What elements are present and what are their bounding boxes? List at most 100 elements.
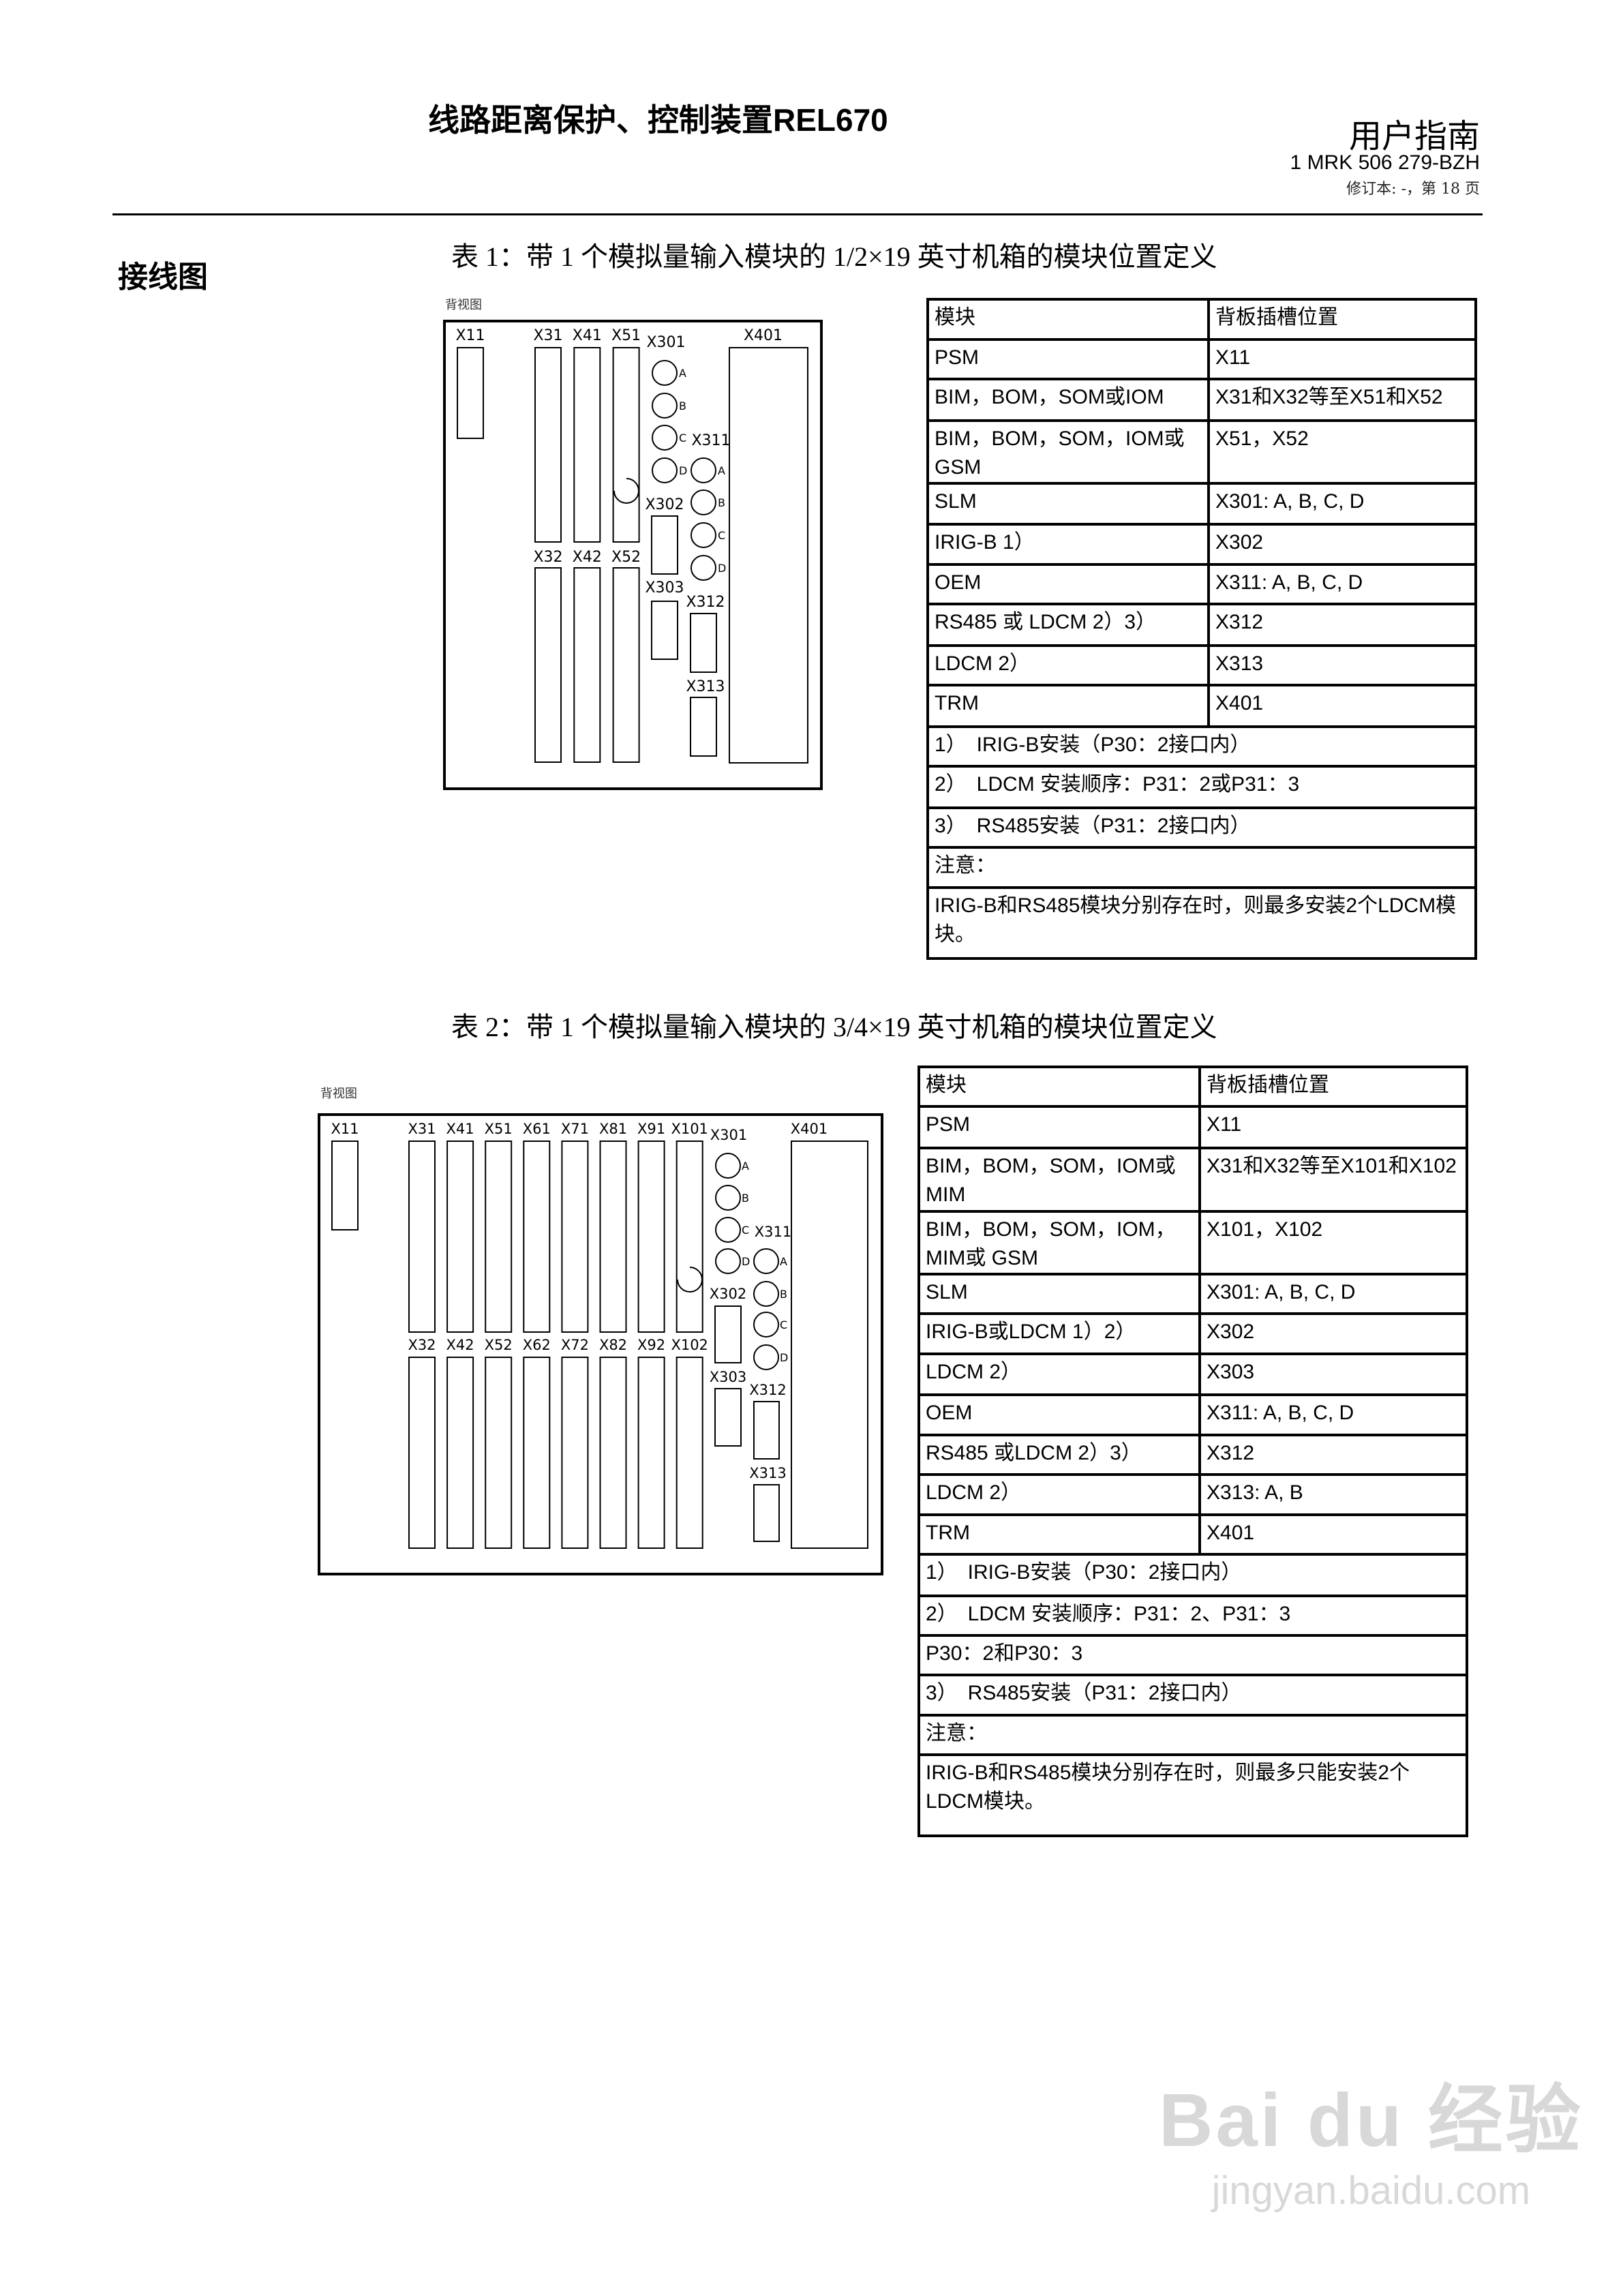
port-group-label: X311	[755, 1224, 791, 1240]
slot-label: X303	[710, 1369, 746, 1385]
slot-label: X102	[671, 1337, 708, 1353]
table-row: IRIG-B或LDCM 1）2）X302	[917, 1312, 1468, 1355]
slot-label: X31	[408, 1121, 436, 1137]
diagram2-view-label: 背视图	[320, 1087, 357, 1101]
document-id: 1 MRK 506 279-BZH	[1290, 151, 1480, 174]
slot-label: X42	[446, 1337, 474, 1353]
slot-x401	[791, 1141, 868, 1549]
module-cell: RS485 或LDCM 2）3）	[917, 1434, 1201, 1476]
slot-x41	[446, 1141, 474, 1333]
module-cell: LDCM 2）	[917, 1473, 1201, 1516]
module-cell: LDCM 2）	[926, 644, 1210, 686]
column-header: 背板插槽位置	[1207, 298, 1477, 341]
port-x311-b	[691, 489, 716, 515]
slot-x81	[599, 1141, 627, 1333]
note-cell: IRIG-B和RS485模块分别存在时，则最多只能安装2个LDCM模块。	[917, 1753, 1468, 1837]
slot-x52	[485, 1357, 513, 1549]
slot-x72	[561, 1357, 589, 1549]
module-cell: PSM	[917, 1105, 1201, 1149]
slot-label: X313	[749, 1465, 786, 1481]
slot-label: X303	[645, 579, 684, 596]
note-cell: 1） IRIG-B安装（P30：2接口内）	[926, 725, 1477, 768]
table-row: 2） LDCM 安装顺序：P31：2、P31：3	[917, 1595, 1468, 1637]
chassis-outline	[318, 1113, 883, 1575]
table-row: LDCM 2）X303	[917, 1353, 1468, 1396]
table1-caption: 表 1：带 1 个模拟量输入模块的 1/2×19 英寸机箱的模块位置定义	[451, 241, 1217, 272]
slot-cell: X312	[1198, 1434, 1468, 1476]
table-row: IRIG-B和RS485模块分别存在时，则最多只能安装2个LDCM模块。	[917, 1753, 1468, 1837]
slot-x313	[690, 697, 717, 757]
slot-label: X32	[533, 549, 562, 566]
slot-label: X31	[533, 327, 562, 344]
table-row: 3） RS485安装（P31：2接口内）	[926, 806, 1477, 849]
port-letter: A	[718, 464, 725, 477]
port-letter: C	[718, 529, 725, 542]
port-x301-c	[715, 1217, 741, 1243]
module-cell: SLM	[926, 482, 1210, 526]
slot-label: X312	[686, 594, 725, 611]
slot-x303	[651, 601, 678, 660]
note-cell: IRIG-B和RS485模块分别存在时，则最多安装2个LDCM模块。	[926, 886, 1477, 960]
slot-cell: X31和X32等至X101和X102	[1198, 1147, 1468, 1213]
port-letter: C	[679, 432, 686, 444]
watermark-url: jingyan.baidu.com	[1211, 2169, 1531, 2213]
port-group-label: X301	[710, 1127, 747, 1143]
slot-x32	[534, 567, 562, 763]
slot-x102	[676, 1357, 703, 1549]
port-letter: C	[742, 1224, 749, 1237]
slot-label: X401	[744, 327, 783, 344]
slot-label: X101	[671, 1121, 708, 1137]
slot-label: X313	[686, 678, 725, 695]
baidu-watermark: Bai du 经验 jingyan.baidu.com	[1159, 2059, 1583, 2214]
arc-mark	[613, 478, 639, 504]
module-cell: LDCM 2）	[917, 1353, 1201, 1396]
slot-cell: X31和X32等至X51和X52	[1207, 378, 1477, 422]
note-cell: 3） RS485安装（P31：2接口内）	[926, 806, 1477, 849]
module-cell: IRIG-B 1）	[926, 523, 1210, 566]
slot-x11	[457, 347, 484, 439]
document-title: 线路距离保护、控制装置REL670	[428, 102, 888, 138]
port-group-label: X301	[646, 334, 685, 351]
module-cell: OEM	[917, 1393, 1201, 1436]
slot-cell: X401	[1198, 1513, 1468, 1556]
module-cell: BIM，BOM，SOM或IOM	[926, 378, 1210, 422]
slot-x51	[612, 347, 640, 543]
port-x311-d	[753, 1344, 779, 1370]
slot-x52	[612, 567, 640, 763]
slot-cell: X311: A, B, C, D	[1207, 563, 1477, 605]
slot-cell: X302	[1198, 1312, 1468, 1355]
slot-label: X41	[446, 1121, 474, 1137]
slot-label: X51	[611, 327, 641, 344]
module-cell: OEM	[926, 563, 1210, 605]
table-row: P30：2和P30：3	[917, 1634, 1468, 1676]
slot-cell: X101，X102	[1198, 1210, 1468, 1275]
slot-x82	[599, 1357, 627, 1549]
column-header: 模块	[926, 298, 1210, 341]
module-cell: TRM	[926, 684, 1210, 728]
module-cell: BIM，BOM，SOM，IOM或MIM	[917, 1147, 1201, 1213]
table-row: 3） RS485安装（P31：2接口内）	[917, 1674, 1468, 1717]
slot-x313	[753, 1484, 780, 1542]
slot-cell: X302	[1207, 523, 1477, 566]
note-cell: P30：2和P30：3	[917, 1634, 1468, 1676]
slot-label: X71	[561, 1121, 589, 1137]
slot-label: X302	[645, 496, 684, 513]
port-letter: D	[742, 1255, 750, 1268]
port-x301-a	[715, 1153, 741, 1179]
diagram1-view-label: 背视图	[445, 298, 482, 312]
slot-x42	[573, 567, 601, 763]
port-letter: C	[780, 1318, 787, 1331]
slot-cell: X313: A, B	[1198, 1473, 1468, 1516]
port-x311-a	[691, 457, 716, 483]
table2-caption: 表 2：带 1 个模拟量输入模块的 3/4×19 英寸机箱的模块位置定义	[451, 1012, 1217, 1042]
slot-x92	[637, 1357, 665, 1549]
module-cell: BIM，BOM，SOM，IOM，MIM或 GSM	[917, 1210, 1201, 1275]
module-cell: BIM，BOM，SOM，IOM或GSM	[926, 419, 1210, 485]
